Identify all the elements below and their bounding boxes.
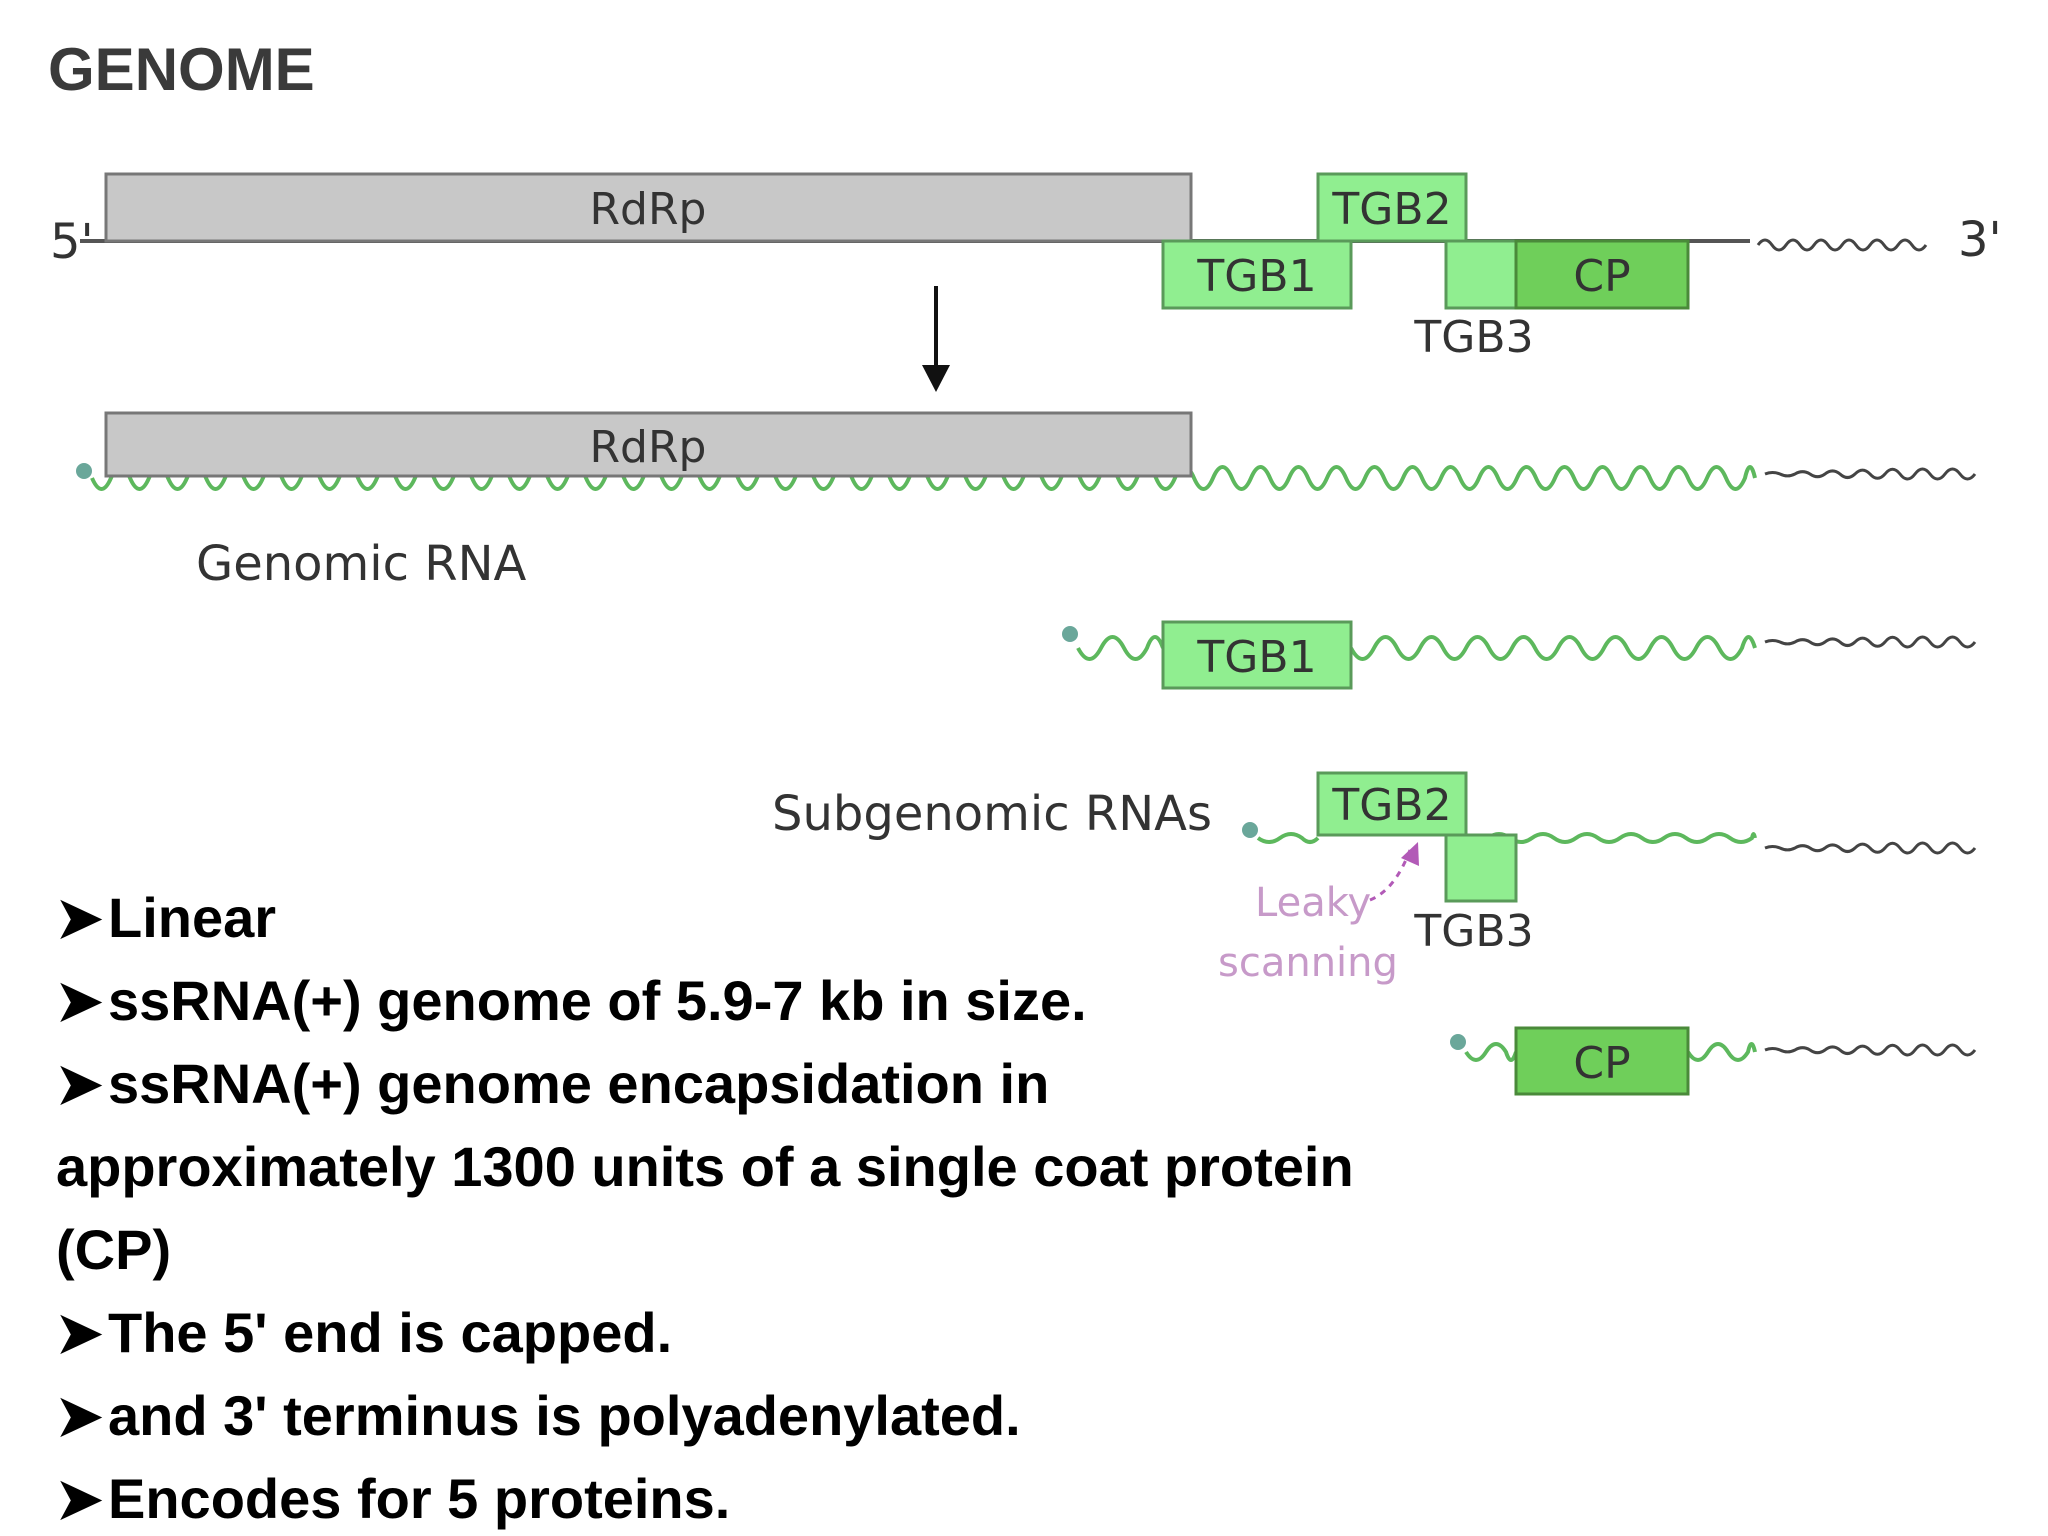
tgb1-sg-box [1161,620,1353,690]
polya-tail [1764,467,1977,481]
rdrp-genomic-label: RdRp [589,422,706,473]
bullet-list: ➤Linear ➤ssRNA(+) genome of 5.9-7 kb in … [56,876,1356,1536]
tgb1-box [1161,239,1353,310]
bullet-item: ➤and 3' terminus is polyadenylated. [56,1374,1356,1457]
cap-icon [1062,626,1078,642]
cp-box [1514,239,1690,310]
polya-tail [1764,841,1977,855]
subgenomic-rnas-label: Subgenomic RNAs [772,786,1212,842]
bullet-text: and 3' terminus is polyadenylated. [108,1384,1021,1447]
tgb3-sg-box [1444,833,1518,903]
cp-sg-label: CP [1573,1038,1630,1089]
cap-icon [76,463,92,479]
bullet-item: ➤The 5' end is capped. [56,1291,1356,1374]
tgb2-box [1316,172,1468,243]
three-prime-label: 3' [1958,212,2002,268]
bullet-text: The 5' end is capped. [108,1301,673,1364]
bullet-text: Linear [108,886,277,949]
arrow-bullet-icon: ➤ [56,1052,103,1115]
bullet-text: ssRNA(+) genome encapsidation in approxi… [56,1052,1354,1281]
bullet-item: ➤Encodes for 5 proteins. [56,1457,1356,1536]
tgb3-sg-label: TGB3 [1413,906,1533,957]
bullet-text: ssRNA(+) genome of 5.9-7 kb in size. [108,969,1087,1032]
cap-icon [1450,1034,1466,1050]
bullet-item: ➤ssRNA(+) genome encapsidation in approx… [56,1042,1356,1291]
polya-tail [1764,1043,1977,1057]
subgenomic-rna-line [1464,1042,1757,1062]
tgb1-sg-label: TGB1 [1196,632,1316,683]
leaky-arrow-head-icon [1401,842,1419,866]
rdrp-label: RdRp [589,184,706,235]
tgb1-label: TGB1 [1196,251,1316,302]
subgenomic-rna-line [1076,635,1757,661]
arrow-bullet-icon: ➤ [56,1384,103,1447]
bullet-item: ➤Linear [56,876,1356,959]
rdrp-genomic-box [104,411,1193,478]
genomic-rna-label: Genomic RNA [196,536,527,592]
polya-tail [1756,238,1928,252]
tgb2-label: TGB2 [1331,184,1451,235]
bullet-item: ➤ssRNA(+) genome of 5.9-7 kb in size. [56,959,1356,1042]
leaky-scanning-arrow [1369,849,1412,902]
tgb2-sg-box [1316,771,1468,837]
arrow-bullet-icon: ➤ [56,886,103,949]
arrow-bullet-icon: ➤ [56,1467,103,1530]
tgb2-sg-label: TGB2 [1331,780,1451,831]
rdrp-box [104,172,1193,243]
tgb3-box [1444,239,1518,310]
bullet-text: Encodes for 5 proteins. [108,1467,731,1530]
tgb3-label: TGB3 [1413,312,1533,363]
cp-label: CP [1573,251,1630,302]
cp-sg-box [1514,1026,1690,1096]
arrow-bullet-icon: ➤ [56,969,103,1032]
scanning-label: scanning [1218,940,1398,986]
polya-tail [1764,635,1977,649]
genomic-rna-line [90,465,1757,491]
cap-icon [1242,822,1258,838]
leaky-label: Leaky [1255,880,1371,926]
arrow-head-icon [922,365,950,392]
page-title: GENOME [48,36,315,103]
arrow-bullet-icon: ➤ [56,1301,103,1364]
